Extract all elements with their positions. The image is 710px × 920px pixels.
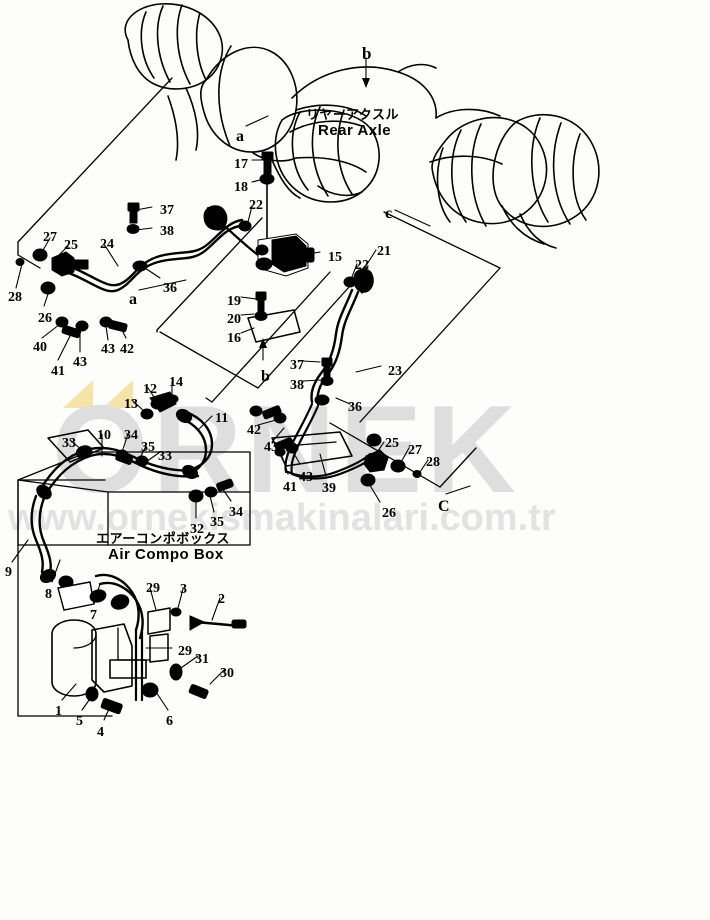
part-number-callout: 37 (290, 358, 304, 373)
part-number-callout: 32 (190, 522, 204, 537)
part-number-callout: 26 (38, 311, 52, 326)
part-number-callout: 41 (51, 364, 65, 379)
part-number-callout: 34 (124, 428, 138, 443)
part-number-callout: 26 (382, 506, 396, 521)
part-number-callout: 39 (322, 481, 336, 496)
part-number-callout: 20 (227, 312, 241, 327)
part-number-callout: 36 (348, 400, 362, 415)
part-number-callout: 35 (210, 515, 224, 530)
part-number-callout: 28 (426, 455, 440, 470)
part-number-callout: 25 (64, 238, 78, 253)
part-number-callout: 6 (166, 714, 173, 729)
part-number-callout: 3 (180, 582, 187, 597)
section-letter: a (129, 291, 137, 308)
part-number-callout: 33 (158, 449, 172, 464)
caption-air-compo-box-jp: エアーコンポボックス (96, 532, 230, 547)
part-number-callout: 22 (355, 258, 369, 273)
part-number-callout: 30 (220, 666, 234, 681)
part-number-callout: 16 (227, 331, 241, 346)
part-number-callout: 2 (218, 592, 225, 607)
section-letter: a (236, 128, 244, 145)
part-number-callout: 33 (62, 436, 76, 451)
part-number-callout: 10 (97, 428, 111, 443)
part-number-callout: 5 (76, 714, 83, 729)
part-number-callout: 38 (290, 378, 304, 393)
part-number-callout: 43 (299, 470, 313, 485)
part-number-callout: 38 (160, 224, 174, 239)
part-number-callout: 43 (73, 355, 87, 370)
part-number-callout: 34 (229, 505, 243, 520)
part-number-callout: 40 (33, 340, 47, 355)
part-number-callout: 12 (143, 382, 157, 397)
part-number-callout: 21 (206, 205, 220, 220)
part-number-callout: 9 (5, 565, 12, 580)
part-number-callout: 1 (55, 704, 62, 719)
part-number-callout: 35 (141, 440, 155, 455)
part-number-callout: 37 (160, 203, 174, 218)
part-number-callout: 41 (283, 480, 297, 495)
part-number-callout: 7 (90, 608, 97, 623)
caption-rear-axle-en: Rear Axle (318, 122, 392, 139)
part-number-callout: 27 (408, 443, 422, 458)
part-number-callout: 14 (169, 375, 183, 390)
part-number-callout: 21 (377, 244, 391, 259)
part-number-callout: 23 (388, 364, 402, 379)
part-number-callout: 25 (385, 436, 399, 451)
section-letter: C (438, 498, 450, 515)
section-letter: b (261, 368, 270, 385)
section-letter: b (362, 44, 372, 63)
part-number-callout: 8 (45, 587, 52, 602)
caption-rear-axle-jp: リヤーアクスル (306, 108, 399, 123)
part-number-callout: 19 (227, 294, 241, 309)
part-number-callout: 27 (43, 230, 57, 245)
part-number-callout: 11 (215, 411, 229, 426)
caption-air-compo-box-en: Air Compo Box (108, 546, 224, 563)
part-number-callout: 17 (234, 157, 248, 172)
part-number-callout: 42 (120, 342, 134, 357)
part-number-callout: 43 (264, 440, 278, 455)
part-number-callout: 24 (100, 237, 114, 252)
part-number-callout: 18 (234, 180, 248, 195)
part-number-callout: 31 (195, 652, 209, 667)
part-number-callout: 43 (101, 342, 115, 357)
watermark-url: www.ornekismakinalari.com.tr (8, 497, 556, 539)
part-number-callout: 29 (146, 581, 160, 596)
part-number-callout: 4 (97, 725, 104, 740)
part-number-callout: 28 (8, 290, 22, 305)
part-number-callout: 13 (124, 397, 138, 412)
part-number-callout: 36 (163, 281, 177, 296)
section-letter: c (385, 205, 393, 222)
watermark-triangles (63, 380, 133, 408)
part-number-callout: 42 (247, 423, 261, 438)
part-number-callout: 29 (178, 644, 192, 659)
part-number-callout: 15 (328, 250, 342, 265)
part-number-callout: 22 (249, 198, 263, 213)
